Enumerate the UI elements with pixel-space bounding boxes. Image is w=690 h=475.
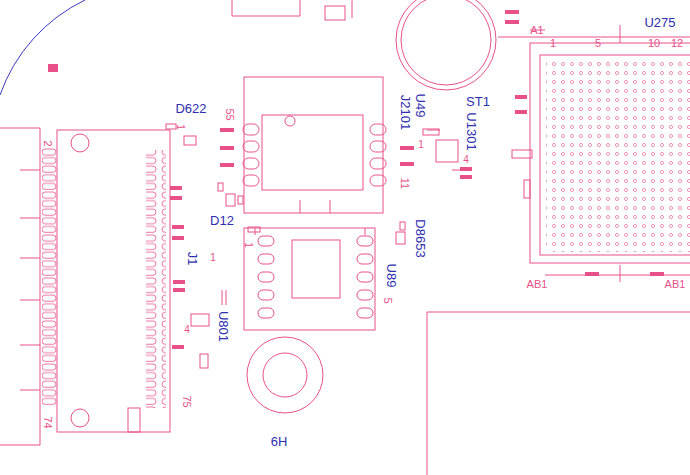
pin-number: 4 <box>463 155 469 165</box>
part-name: U49 <box>414 93 427 117</box>
part-name: J2101 <box>399 94 412 129</box>
pin-number: 4 <box>184 325 190 335</box>
pin-number: 1 <box>210 253 216 263</box>
pin-number: 1 <box>243 242 253 248</box>
part-name: U89 <box>385 263 398 287</box>
part-name: U275 <box>644 16 675 29</box>
pin-number: 5 <box>595 38 601 49</box>
pin-number: 2 <box>42 140 53 146</box>
pin-number: 74 <box>42 416 53 428</box>
pin-number: 1 <box>418 140 424 150</box>
part-name: 6H <box>271 435 288 448</box>
pin-number: 10 <box>648 38 660 49</box>
part-name: D622 <box>175 102 206 115</box>
pin-number: 5 <box>382 297 393 303</box>
pin-number: A1 <box>530 25 543 36</box>
pin-number: 12 <box>671 38 683 49</box>
part-name: D8653 <box>414 219 427 257</box>
pin-number: 55 <box>224 108 235 120</box>
pin-number: AB1 <box>527 279 548 290</box>
pin-number: AB1 <box>665 279 686 290</box>
pin-number: 1 <box>550 38 556 49</box>
part-name: J1 <box>186 251 199 265</box>
part-name: D12 <box>210 214 234 227</box>
pin-number: 75 <box>181 395 192 407</box>
pin-number: 11 <box>399 177 410 188</box>
part-name: U801 <box>217 310 230 341</box>
pin-number: 1 <box>175 124 185 130</box>
part-name: ST1 <box>466 95 490 108</box>
part-name: U1301 <box>465 112 478 150</box>
